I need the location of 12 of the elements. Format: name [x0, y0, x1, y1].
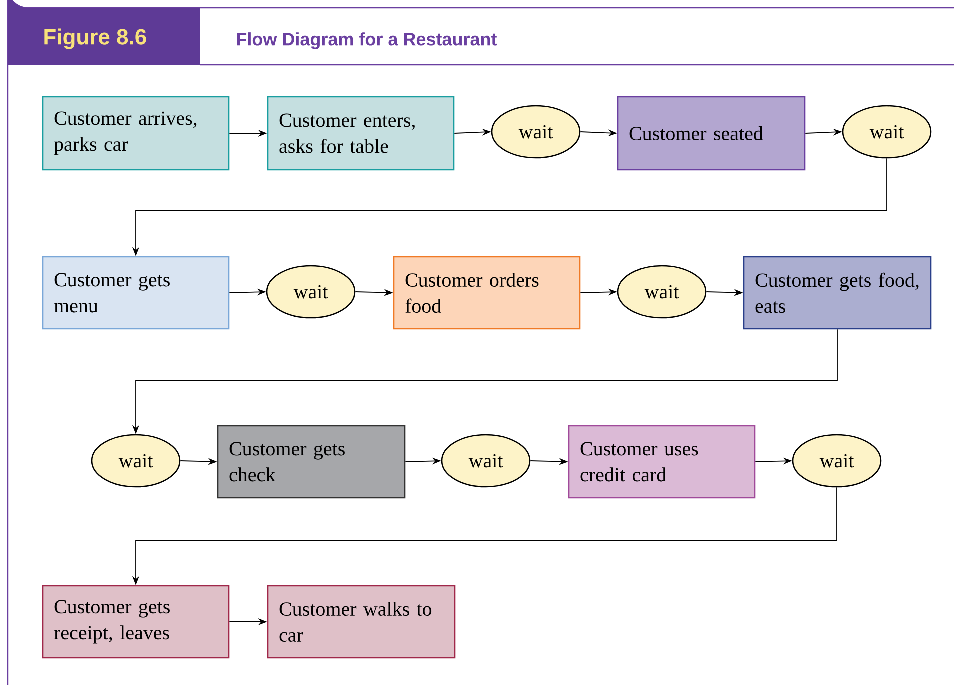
figure-number: Figure 8.6	[44, 28, 146, 50]
diagram-title: Flow Diagram for a Restaurant	[237, 32, 498, 50]
process-box: Customer gets receipt, leaves	[42, 585, 230, 659]
process-box: Customer gets menu	[42, 256, 230, 330]
process-box: Customer arrives, parks car	[42, 96, 230, 171]
process-box: Customer uses credit card	[568, 425, 756, 499]
process-box: Customer gets check	[217, 425, 406, 499]
process-box: Customer gets food, eats	[743, 256, 932, 330]
process-box: Customer seated	[617, 96, 806, 171]
process-box: Customer enters, asks for table	[267, 96, 455, 171]
process-box: Customer walks to car	[267, 585, 456, 659]
process-box: Customer orders food	[393, 256, 581, 330]
